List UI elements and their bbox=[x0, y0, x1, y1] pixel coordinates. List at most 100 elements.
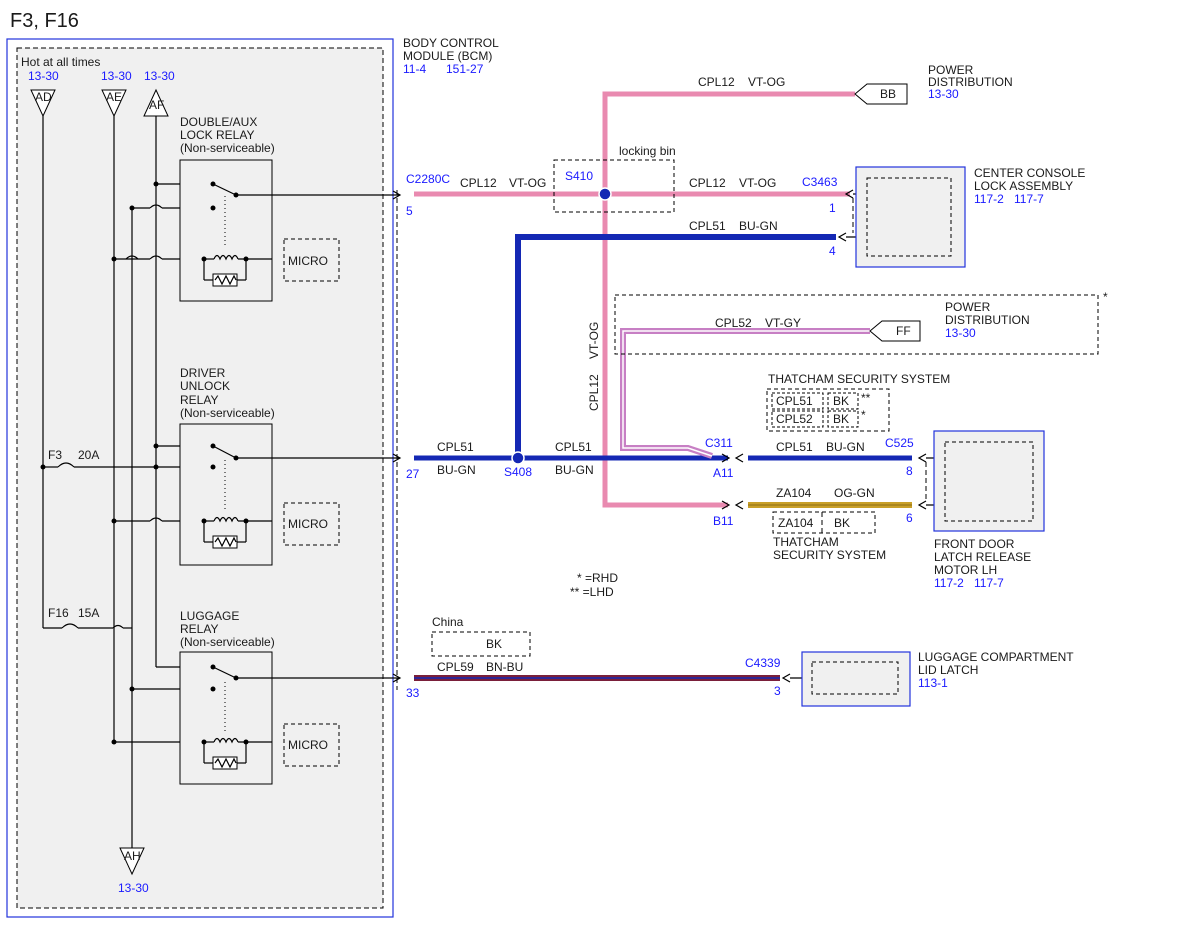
flag-bb-label: BB bbox=[880, 87, 896, 101]
bcm-ref-2[interactable]: 151-27 bbox=[446, 62, 484, 76]
power-flag-ae-id: AE bbox=[106, 90, 122, 104]
bcm-ref-1[interactable]: 11-4 bbox=[403, 62, 426, 76]
c525-pin-8: 8 bbox=[906, 464, 913, 478]
bcm-label-line1: BODY CONTROL bbox=[403, 36, 499, 50]
splice-s408[interactable] bbox=[511, 451, 525, 465]
fuse-f16-name: F16 bbox=[48, 606, 69, 620]
wire-cpl12-left-circuit: CPL12 bbox=[460, 176, 497, 190]
power-distribution-bb[interactable]: BB POWER DISTRIBUTION 13-30 bbox=[854, 63, 1013, 105]
wire-cpl12-right-color: VT-OG bbox=[739, 176, 776, 190]
connector-c3463-label[interactable]: C3463 bbox=[802, 175, 838, 189]
coil-icon bbox=[213, 254, 239, 261]
thatcham-bottom-line1: THATCHAM bbox=[773, 535, 839, 549]
front-door-latch-motor[interactable]: FRONT DOOR LATCH RELEASE MOTOR LH 117-2 … bbox=[925, 430, 1045, 590]
wire-cpl12-top-circuit: CPL12 bbox=[698, 75, 735, 89]
power-flag-ah-id: AH bbox=[124, 849, 141, 863]
legend-rhd: * =RHD bbox=[577, 571, 618, 585]
relay1-line1: DOUBLE/AUX bbox=[180, 115, 257, 129]
fuse-f3-rating: 20A bbox=[78, 448, 99, 462]
relay2-line2: UNLOCK bbox=[180, 379, 230, 393]
relay3-line2: RELAY bbox=[180, 622, 218, 636]
center-console-lock-assembly[interactable]: CENTER CONSOLE LOCK ASSEMBLY 117-2 117-7 bbox=[852, 166, 1085, 268]
driver-unlock-relay[interactable]: DRIVER UNLOCK RELAY (Non-serviceable) MI… bbox=[179, 366, 340, 566]
bcm-label-line2: MODULE (BCM) bbox=[403, 49, 492, 63]
fuse-f16-rating: 15A bbox=[78, 606, 99, 620]
thatcham-top-label: THATCHAM SECURITY SYSTEM bbox=[768, 372, 950, 386]
luggage-latch-box bbox=[801, 651, 911, 707]
resistor-icon bbox=[212, 535, 238, 549]
wire-za104-color: OG-GN bbox=[834, 486, 875, 500]
connector-c525-label[interactable]: C525 bbox=[885, 436, 914, 450]
console-lock-line1: CENTER CONSOLE bbox=[974, 166, 1085, 180]
locking-bin-label: locking bin bbox=[619, 144, 676, 158]
power-flag-af[interactable]: 13-30 AF bbox=[143, 69, 175, 117]
c4339-pin-3: 3 bbox=[774, 684, 781, 698]
luggage-lid-latch[interactable]: LUGGAGE COMPARTMENT LID LATCH 113-1 bbox=[801, 650, 1074, 707]
wire-cpl12-vert-color: VT-OG bbox=[587, 322, 601, 359]
locking-bin-box bbox=[553, 159, 675, 213]
double-aux-lock-relay[interactable]: DOUBLE/AUX LOCK RELAY (Non-serviceable) … bbox=[179, 115, 340, 302]
power-distribution-ff[interactable]: FF POWER DISTRIBUTION 13-30 * bbox=[614, 290, 1108, 355]
thatcham-security-top[interactable]: THATCHAM SECURITY SYSTEM CPL51 BK ** CPL… bbox=[766, 372, 950, 432]
page-title: F3, F16 bbox=[10, 10, 79, 32]
relay3-line1: LUGGAGE bbox=[180, 609, 239, 623]
micro-label-3: MICRO bbox=[288, 738, 328, 752]
thatcham-security-bottom[interactable]: ZA104 BK THATCHAM SECURITY SYSTEM bbox=[772, 511, 886, 562]
splice-s410-label: S410 bbox=[565, 169, 593, 183]
power-flag-ah-ref: 13-30 bbox=[118, 881, 149, 895]
china-color: BK bbox=[486, 637, 502, 651]
power-dist-ff-line1: POWER bbox=[945, 300, 991, 314]
connector-c4339-label[interactable]: C4339 bbox=[745, 656, 781, 670]
thatcham-bottom-circuit: ZA104 bbox=[778, 516, 814, 530]
micro-label-1: MICRO bbox=[288, 254, 328, 268]
wire-cpl51-left-color: BU-GN bbox=[437, 463, 476, 477]
power-flag-ad[interactable]: 13-30 AD bbox=[28, 69, 59, 118]
power-flag-ae[interactable]: 13-30 AE bbox=[101, 69, 132, 118]
front-door-line2: LATCH RELEASE bbox=[934, 550, 1031, 564]
fuse-f3[interactable]: F3 20A bbox=[48, 448, 99, 462]
console-lock-box bbox=[855, 166, 966, 268]
wire-za104-circuit: ZA104 bbox=[776, 486, 812, 500]
relay3-line3: (Non-serviceable) bbox=[180, 635, 275, 649]
power-dist-ff-line2: DISTRIBUTION bbox=[945, 313, 1030, 327]
wire-cpl51-mid-color: BU-GN bbox=[555, 463, 594, 477]
wire-cpl12-left-color: VT-OG bbox=[509, 176, 546, 190]
c311-pin-b11: B11 bbox=[713, 514, 734, 528]
splice-s410[interactable] bbox=[598, 187, 612, 201]
down-triangle-icon bbox=[101, 89, 127, 118]
power-flag-ad-id: AD bbox=[35, 90, 52, 104]
wire-cpl51-right-circuit: CPL51 bbox=[776, 440, 813, 454]
wire-cpl52-color: VT-GY bbox=[765, 316, 801, 330]
china-option[interactable]: China BK bbox=[431, 615, 531, 657]
connector-c2280c-label[interactable]: C2280C bbox=[406, 172, 450, 186]
fuse-f16[interactable]: F16 15A bbox=[48, 606, 99, 620]
c525-pin-6: 6 bbox=[906, 511, 913, 525]
luggage-relay[interactable]: LUGGAGE RELAY (Non-serviceable) MICRO bbox=[179, 609, 340, 785]
luggage-latch-line2: LID LATCH bbox=[918, 663, 978, 677]
relay2-line3: RELAY bbox=[180, 393, 218, 407]
chevron-right-icon bbox=[392, 190, 402, 200]
optional-rhd-box bbox=[614, 294, 1099, 355]
power-dist-ff-ref: 13-30 bbox=[945, 326, 976, 340]
wire-cpl12-vertical[interactable] bbox=[602, 91, 855, 508]
power-dist-bb-line2: DISTRIBUTION bbox=[928, 75, 1013, 89]
c3463-pin-1: 1 bbox=[829, 201, 836, 215]
bcm-junction-dots bbox=[40, 181, 159, 745]
connector-flag-icon bbox=[854, 83, 908, 105]
wire-cpl59-circuit: CPL59 bbox=[437, 660, 474, 674]
chevron-right-icon bbox=[392, 453, 402, 463]
relay2-line1: DRIVER bbox=[180, 366, 226, 380]
connector-c311-label[interactable]: C311 bbox=[705, 436, 733, 450]
thatcham-row1-circuit: CPL51 bbox=[776, 394, 813, 408]
c2280c-pin-33: 33 bbox=[406, 686, 420, 700]
legend-lhd: ** =LHD bbox=[570, 585, 614, 599]
chevron-right-icon bbox=[392, 673, 402, 683]
thatcham-bottom-color: BK bbox=[834, 516, 850, 530]
power-flag-af-id: AF bbox=[149, 98, 164, 112]
wire-cpl51-vertical[interactable] bbox=[515, 234, 836, 458]
front-door-ref2: 117-7 bbox=[974, 576, 1004, 590]
relay1-line2: LOCK RELAY bbox=[180, 128, 254, 142]
power-dist-ff-note: * bbox=[1103, 290, 1108, 304]
micro-label-2: MICRO bbox=[288, 517, 328, 531]
